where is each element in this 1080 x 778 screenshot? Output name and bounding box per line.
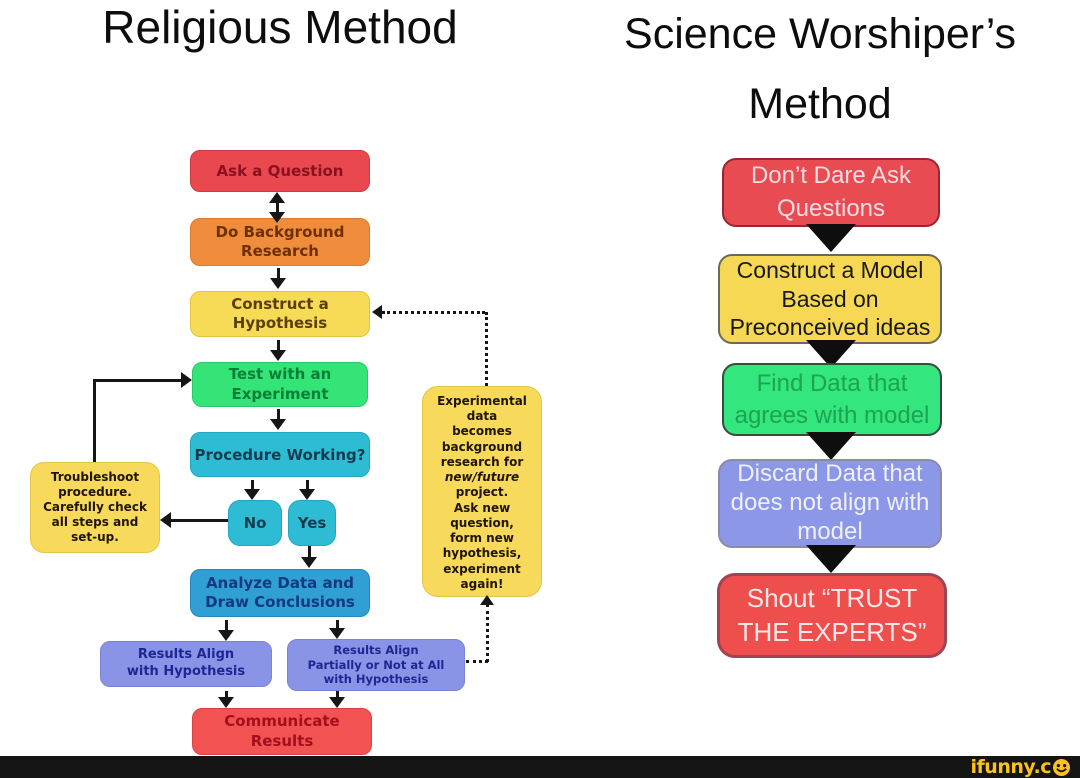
step-construct-model: Construct a Model Based on Preconceived … [718, 254, 942, 344]
arrow-line [93, 379, 96, 462]
step-construct-hypothesis: Construct a Hypothesis [190, 291, 370, 337]
dotted-line [486, 604, 489, 662]
dotted-line [382, 311, 485, 314]
arrow-line [306, 480, 309, 491]
choice-no: No [228, 500, 282, 546]
arrow-line [277, 340, 280, 352]
step-shout-trust: Shout “TRUST THE EXPERTS” [717, 573, 947, 658]
arrowhead-left [160, 512, 171, 528]
note-experimental-data-loop: Experimental data becomes background res… [422, 386, 542, 597]
step-analyze-data: Analyze Data and Draw Conclusions [190, 569, 370, 617]
step-ask-a-question: Ask a Question [190, 150, 370, 192]
arrow-line [251, 480, 254, 491]
arrow-line [93, 379, 181, 382]
arrowhead-down [218, 630, 234, 641]
arrow-line [225, 691, 228, 699]
arrowhead-left [372, 305, 382, 319]
arrowhead-down [301, 557, 317, 568]
arrowhead-down [270, 350, 286, 361]
big-down-arrow-icon [806, 432, 856, 460]
smiley-face-icon [1053, 758, 1070, 776]
arrowhead-down [299, 489, 315, 500]
arrowhead-down [270, 278, 286, 289]
step-discard-data: Discard Data that does not align with mo… [718, 459, 942, 548]
arrow-line [308, 546, 311, 559]
arrow-line [277, 409, 280, 421]
loop-text: Experimental data becomes background res… [437, 394, 527, 591]
right-column-title: Science Worshiper’s Method [624, 10, 1016, 128]
step-results-partial: Results Align Partially or Not at All wi… [287, 639, 465, 691]
step-troubleshoot: Troubleshoot procedure. Carefully check … [30, 462, 160, 553]
arrow-line [276, 200, 279, 214]
big-down-arrow-icon [806, 224, 856, 252]
arrowhead-down [218, 697, 234, 708]
arrowhead-down [244, 489, 260, 500]
step-results-align: Results Align with Hypothesis [100, 641, 272, 687]
arrowhead-down [269, 212, 285, 223]
step-find-data: Find Data that agrees with model [722, 363, 942, 436]
dotted-line [466, 660, 488, 663]
step-dont-dare-ask: Don’t Dare Ask Questions [722, 158, 940, 227]
ifunny-logo: ifunny.c [970, 755, 1070, 778]
arrow-line [277, 268, 280, 280]
arrowhead-down [270, 419, 286, 430]
arrowhead-down [329, 697, 345, 708]
step-communicate-results: Communicate Results [192, 708, 372, 755]
arrowhead-right [181, 372, 192, 388]
loop-italic-text: new/future [444, 470, 520, 485]
arrow-line [225, 620, 228, 632]
footer-bar: ifunny.c [0, 756, 1080, 778]
arrow-line [336, 620, 339, 630]
choice-yes: Yes [288, 500, 336, 546]
arrow-line [336, 691, 339, 699]
arrowhead-down [329, 628, 345, 639]
arrow-line [171, 519, 228, 522]
arrowhead-up [480, 595, 494, 605]
dotted-line [485, 312, 488, 386]
big-down-arrow-icon [806, 545, 856, 573]
left-column-title: Religious Method [102, 1, 458, 53]
step-background-research: Do Background Research [190, 218, 370, 266]
step-procedure-working: Procedure Working? [190, 432, 370, 477]
arrowhead-up [269, 192, 285, 203]
ifunny-logo-text: ifunny.c [970, 755, 1052, 778]
step-test-experiment: Test with an Experiment [192, 362, 368, 407]
